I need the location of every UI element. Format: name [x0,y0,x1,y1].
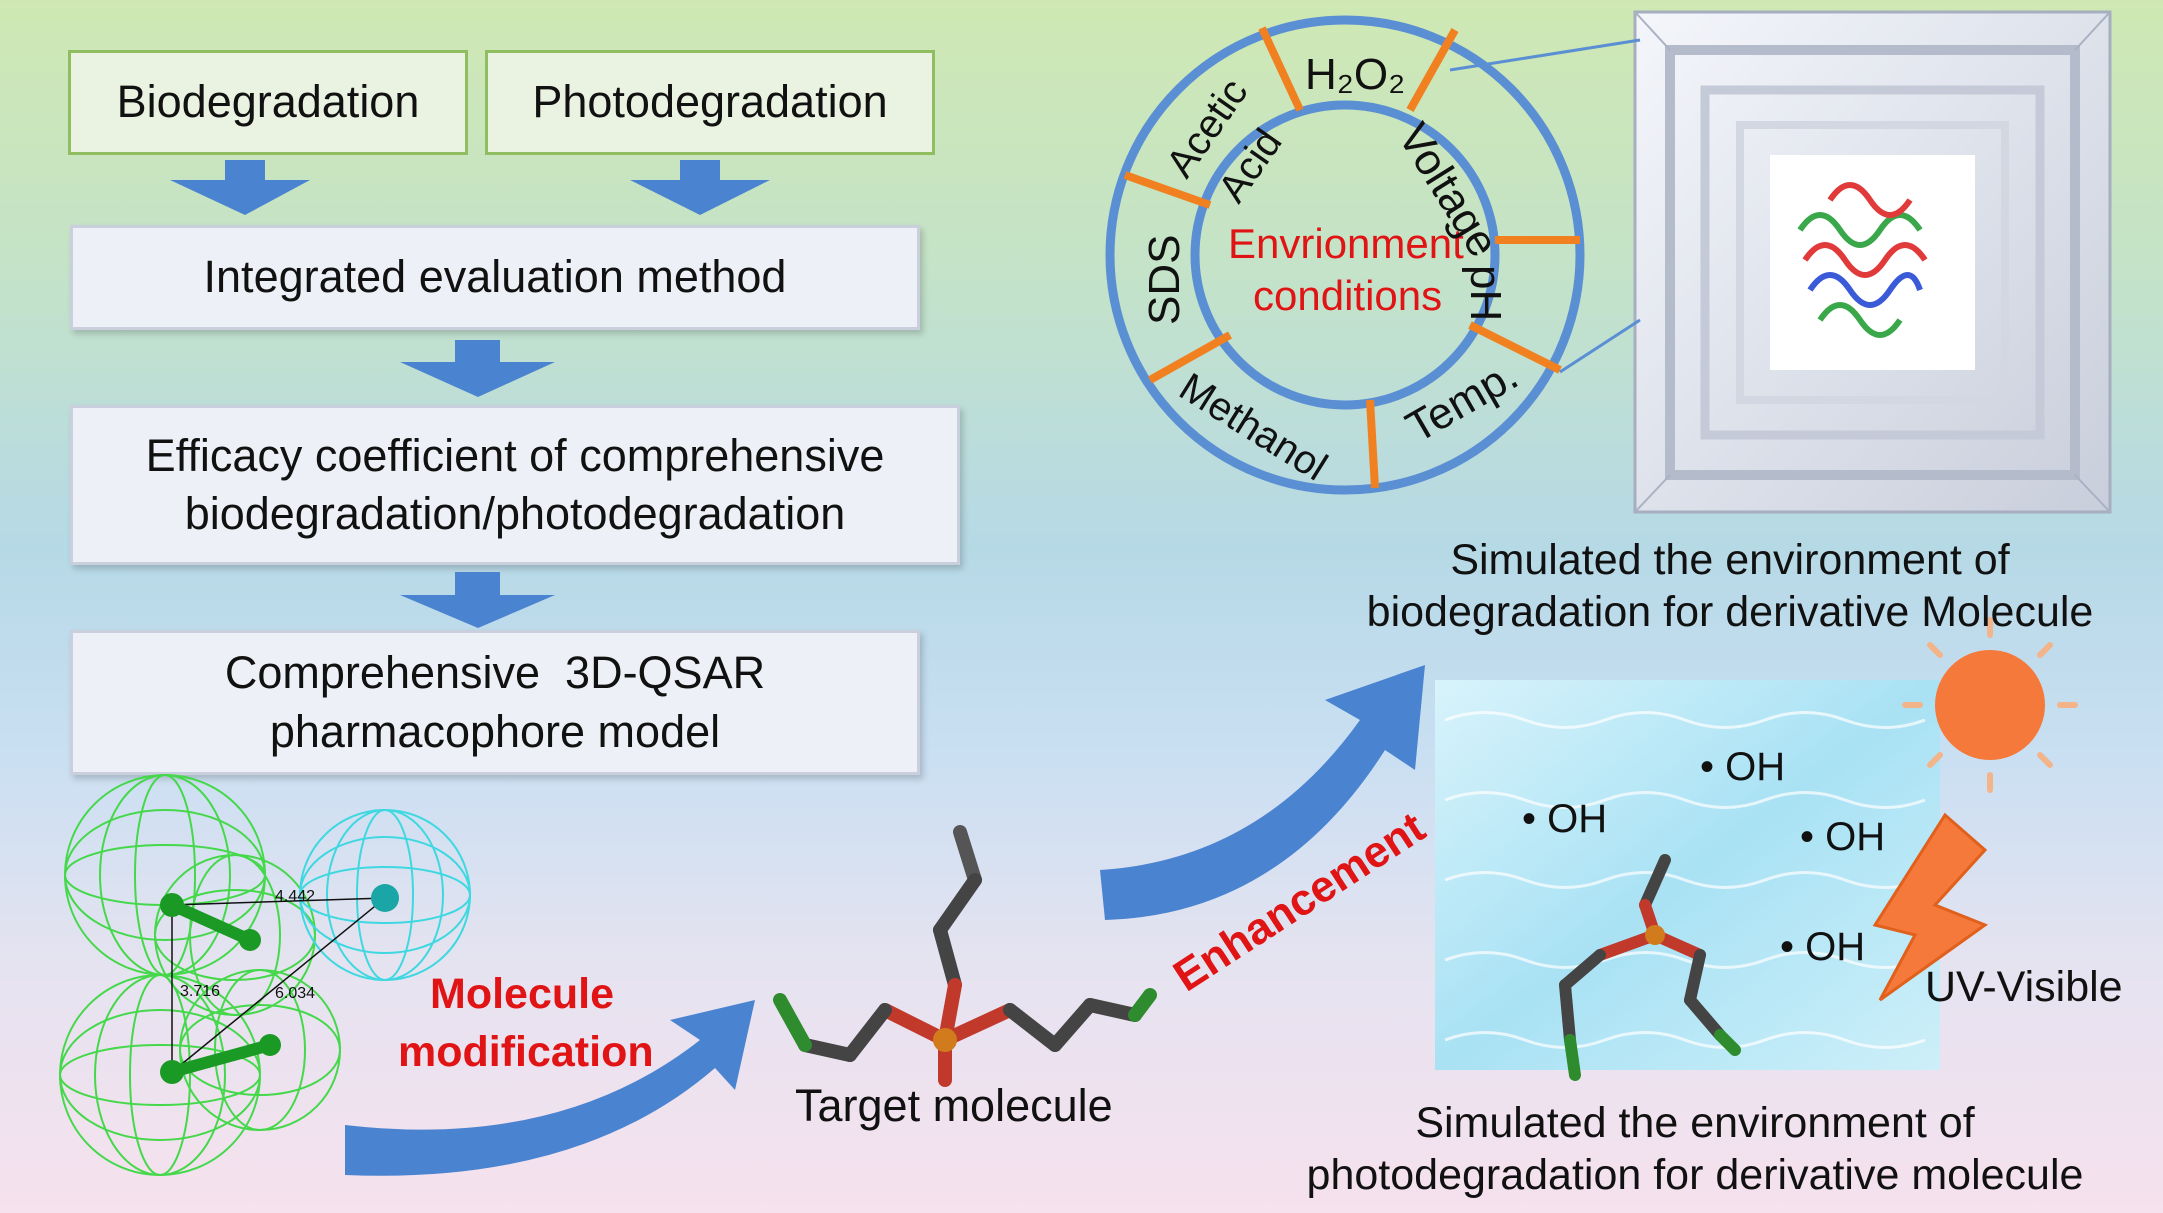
photo-caption-line2: photodegradation for derivative molecule [1306,1150,2084,1199]
water-panel [1435,680,1940,1081]
environment-wheel [1105,15,1585,495]
qsar-model-box: Comprehensive 3D-QSAR pharmacophore mode… [70,630,920,775]
qsar-line1: Comprehensive 3D-QSAR [224,647,766,698]
protein-cartoon [1797,182,1928,338]
distance-label-a: 4.442 [275,888,316,905]
photo-caption-line1: Simulated the environment of [1415,1099,1975,1147]
wheel-sds: SDS [1140,234,1189,325]
sun-icon [1902,617,2078,793]
molecule-modification-line2: modification [398,1028,654,1076]
molecule-modification-line1: Molecule [430,970,614,1018]
distance-label-c: 6.034 [275,985,316,1002]
down-arrow-2 [630,160,770,215]
down-arrow-1 [170,160,310,215]
efficacy-line2: biodegradation/photodegradation [184,488,846,539]
qsar-line2: pharmacophore model [269,705,721,757]
bio-caption-line2: biodegradation for derivative Molecule [1366,587,2094,636]
lightning-bolt-icon [1872,812,1989,1002]
bio-caption-line1: Simulated the environment of [1450,536,2010,584]
flow-down-arrows [170,160,770,628]
bio-caption: Simulated the environment of biodegradat… [1305,535,2155,638]
biodegradation-box: Biodegradation [68,50,468,155]
photodegradation-label: Photodegradation [532,76,888,128]
curved-arrow-modification [345,1000,755,1176]
curved-arrow-enhancement [1100,665,1425,920]
uv-visible-label: UV-Visible [1925,963,2123,1011]
wheel-spokes [1123,26,1580,489]
oh-radical-1: • OH [1700,745,1786,789]
integrated-evaluation-box: Integrated evaluation method [70,225,920,330]
down-arrow-3 [400,340,555,397]
photo-caption: Simulated the environment of photodegrad… [1235,1098,2155,1201]
target-molecule-structure [773,825,1157,1087]
simulation-box-image [1449,10,2112,514]
oh-radical-2: • OH [1522,797,1608,841]
integrated-evaluation-label: Integrated evaluation method [203,251,787,303]
oh-radical-3: • OH [1800,815,1886,859]
pharmacophore-model [59,774,471,1176]
oh-radical-4: • OH [1780,925,1866,969]
distance-label-b: 3.716 [180,983,221,1000]
wheel-ph: pH [1461,265,1510,322]
water-molecule-structure [1559,854,1741,1081]
efficacy-coefficient-box: Efficacy coefficient of comprehensive bi… [70,405,960,565]
down-arrow-4 [400,572,555,628]
wheel-h2o2: H₂O₂ [1305,50,1406,99]
wheel-center-line1: Envrionment [1228,220,1464,267]
efficacy-line1: Efficacy coefficient of comprehensive [145,429,885,481]
biodegradation-label: Biodegradation [116,76,420,128]
photodegradation-box: Photodegradation [485,50,935,155]
target-molecule-label: Target molecule [795,1080,1113,1131]
wheel-center-line2: conditions [1253,272,1443,319]
